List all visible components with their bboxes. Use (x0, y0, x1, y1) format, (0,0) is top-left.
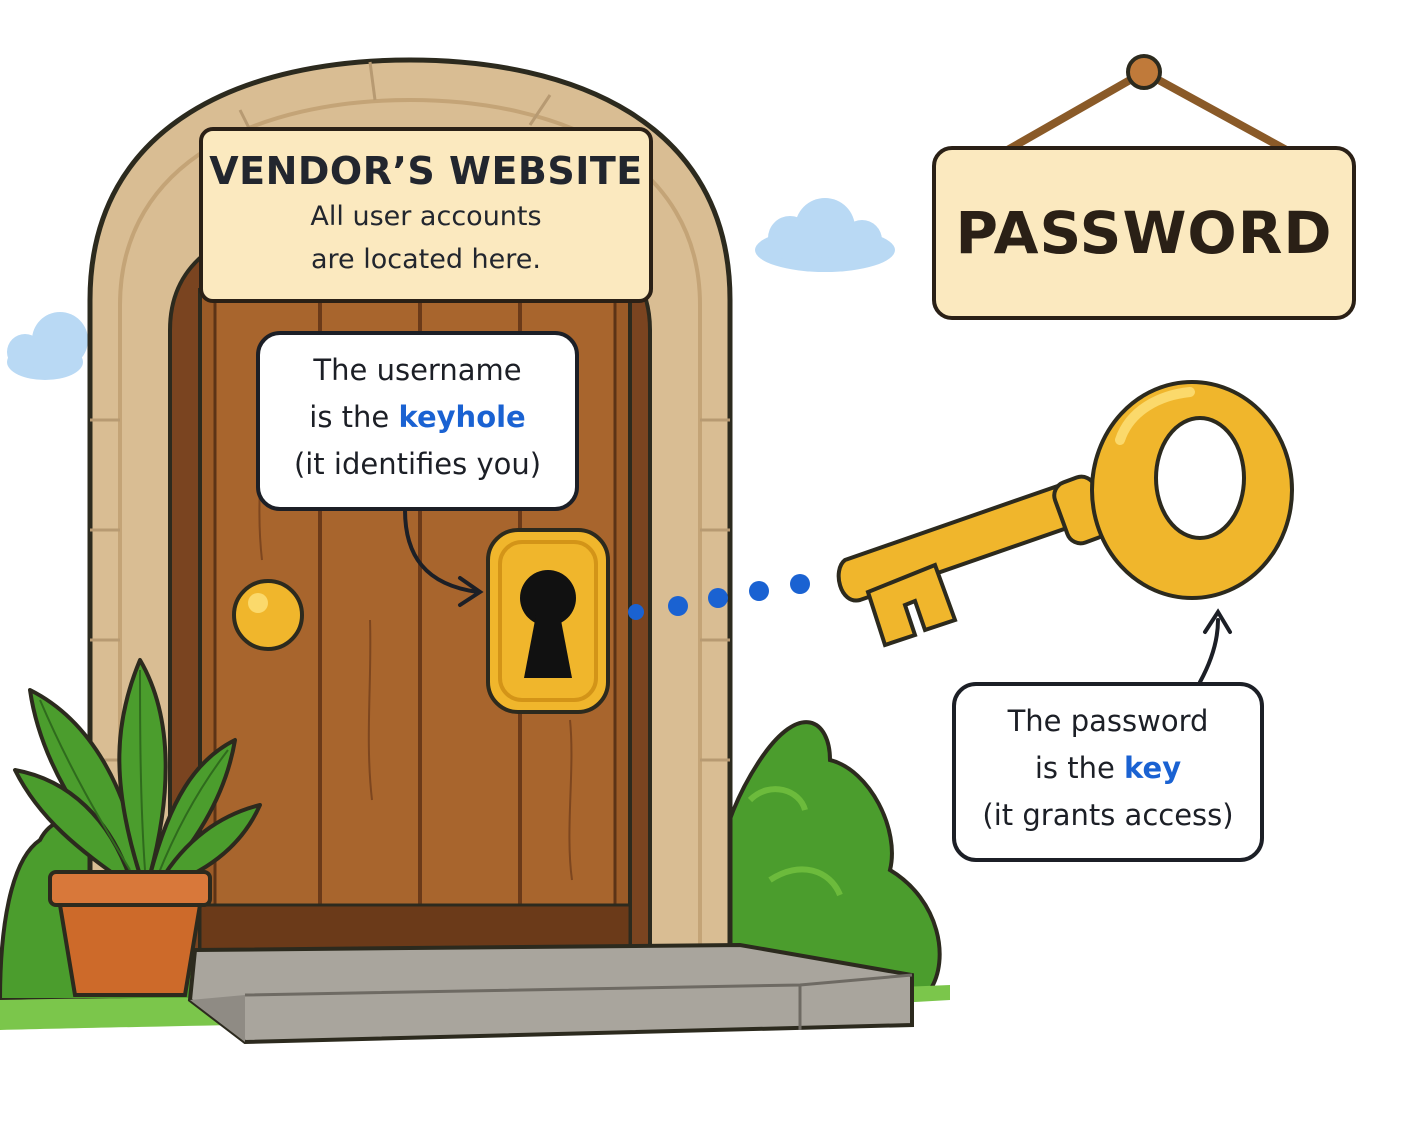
username-callout-prefix: is the (309, 400, 399, 434)
password-arrow (1198, 608, 1232, 684)
username-callout-line-3: (it identifies you) (293, 447, 542, 481)
password-callout-line-2: is the key (956, 745, 1260, 792)
password-sign: PASSWORD (932, 146, 1356, 320)
doorknob-icon (232, 579, 304, 651)
keyhole-icon (486, 528, 610, 714)
password-sign-label: PASSWORD (955, 199, 1333, 267)
cloud-icon (7, 312, 88, 380)
vendor-sign-title: VENDOR’S WEBSITE (209, 149, 643, 193)
username-callout-line-1: The username (313, 353, 522, 387)
password-callout-line-1: The password (1007, 704, 1209, 738)
password-callout: The password is the key (it grants acces… (952, 682, 1264, 862)
plant-icon (13, 658, 262, 997)
vendor-sign-line-1: All user accounts (310, 201, 542, 232)
password-callout-prefix: is the (1034, 751, 1125, 785)
username-callout: The username is the keyhole (it identifi… (256, 331, 579, 511)
hanging-sign-icon (1002, 54, 1292, 156)
keyhole-highlight: keyhole (398, 400, 526, 434)
key-highlight: key (1124, 751, 1182, 785)
username-arrow (403, 508, 484, 607)
cloud-icon (755, 198, 895, 272)
doorstep (187, 942, 914, 1045)
vendor-sign-description: All user accounts are located here. (203, 195, 649, 281)
dotted-connector (628, 574, 810, 620)
username-callout-line-2: is the keyhole (260, 394, 575, 441)
key-icon (836, 380, 1294, 648)
password-callout-line-3: (it grants access) (982, 798, 1234, 832)
vendor-sign-line-2: are located here. (310, 244, 541, 275)
vendor-website-sign: VENDOR’S WEBSITE All user accounts are l… (199, 127, 653, 303)
